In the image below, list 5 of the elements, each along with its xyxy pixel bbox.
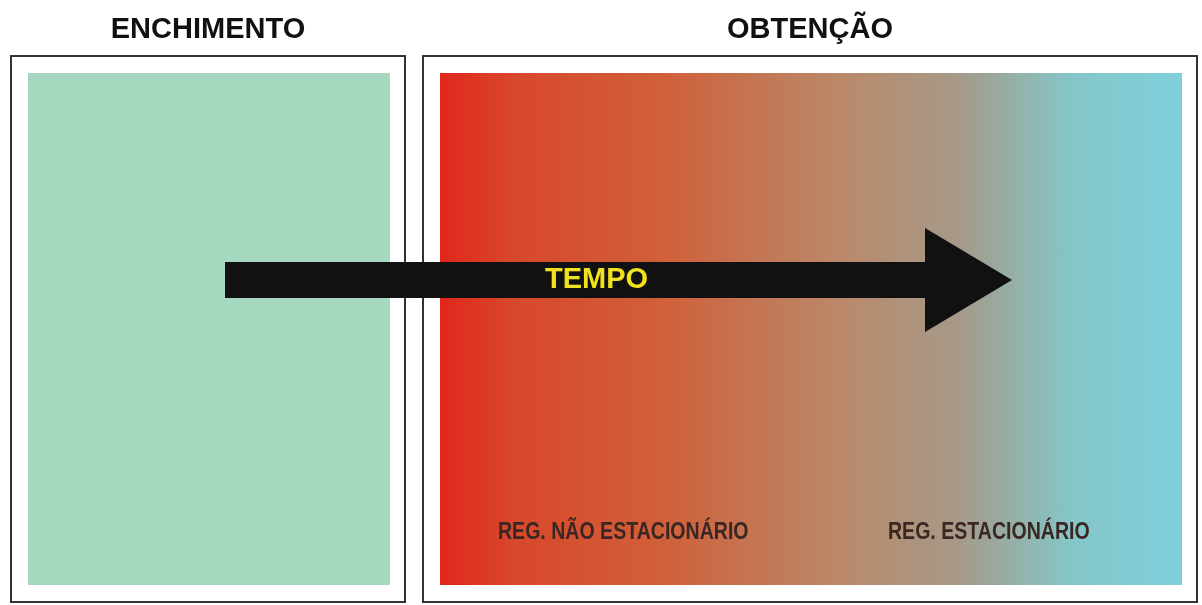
- arrow-label: TEMPO: [545, 262, 649, 295]
- panel-title: OBTENÇÃO: [726, 12, 894, 45]
- panel-title: ENCHIMENTO: [109, 12, 307, 45]
- regime-label: REG. ESTACIONÁRIO: [888, 518, 1090, 545]
- regime-label: REG. NÃO ESTACIONÁRIO: [498, 518, 749, 545]
